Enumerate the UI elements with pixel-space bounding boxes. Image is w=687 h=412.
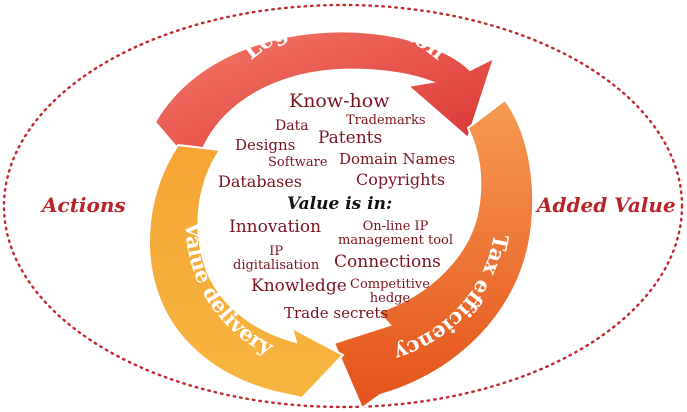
value-is-in-title: Value is in:: [287, 194, 393, 214]
word-domain-names: Domain Names: [339, 150, 456, 168]
added-value-label: Added Value: [537, 193, 676, 217]
word-trade-secrets: Trade secrets: [284, 304, 389, 322]
word-innovation: Innovation: [229, 217, 322, 237]
word-designs: Designs: [235, 136, 296, 154]
word-know-how: Know-how: [289, 90, 390, 112]
word-patents: Patents: [318, 128, 383, 148]
tax-efficiency-arrow: [332, 98, 535, 410]
word-competitive-hedge: Competitive hedge: [350, 277, 430, 306]
word-knowledge: Knowledge: [251, 276, 347, 296]
word-software: Software: [268, 155, 328, 170]
outer-dotted-ellipse: [2, 3, 684, 409]
word-copyrights: Copyrights: [356, 170, 446, 189]
center-disc: [201, 88, 481, 338]
word-data: Data: [275, 118, 309, 134]
word-ip-digitalisation: IP digitalisation: [233, 244, 320, 273]
word-connections: Connections: [334, 252, 441, 272]
value-delivery-arrow: [148, 143, 345, 400]
word-databases: Databases: [218, 172, 303, 191]
actions-label: Actions: [42, 193, 126, 217]
word-trademarks: Trademarks: [346, 113, 426, 128]
word-online-ip-management-tool: On-line IP management tool: [338, 219, 454, 248]
legal-protection-arrow: [153, 30, 496, 173]
